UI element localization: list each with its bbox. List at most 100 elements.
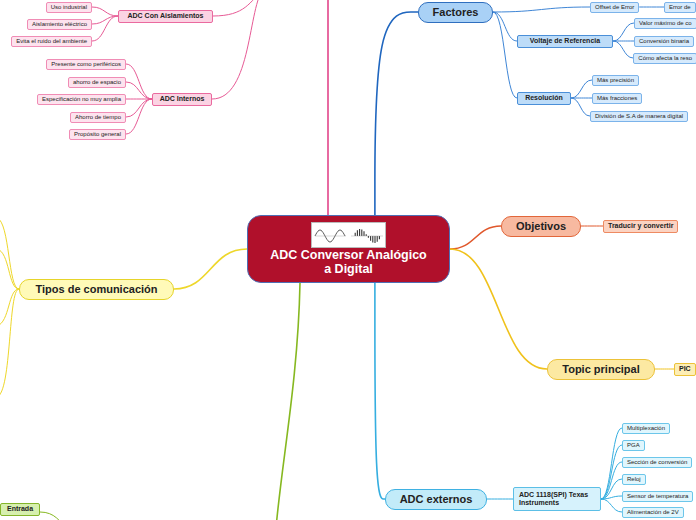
mindmap-node: Aislamiento eléctrico <box>27 19 92 30</box>
branch-connector <box>601 445 622 499</box>
mindmap-node: Topic principal <box>547 359 655 380</box>
node-label: Especificación no muy amplia <box>42 96 121 103</box>
mindmap-node: Resolución <box>517 92 571 105</box>
branch-connector <box>174 249 247 289</box>
mindmap-node: Multiplexación <box>622 423 670 434</box>
branch-connector <box>571 98 590 116</box>
node-label: Más fracciones <box>597 95 637 102</box>
node-label: Error de <box>669 4 691 11</box>
branch-connector <box>601 428 622 499</box>
node-label: Offset de Error <box>595 4 634 11</box>
mindmap-node: Conversión binaria <box>634 36 694 47</box>
central-topic: ADC Conversor Analógico a Digital <box>247 215 450 283</box>
node-label: ADC Con Aislamientos <box>128 12 204 20</box>
node-label: Objetivos <box>516 220 566 233</box>
branch-stem <box>213 0 264 16</box>
sample-bar <box>366 234 367 236</box>
node-label: Más precisión <box>597 77 634 84</box>
mindmap-node: Offset de Error <box>590 2 639 13</box>
branch-stem <box>327 0 329 215</box>
branch-connector <box>581 226 603 227</box>
signal-illustration <box>311 222 386 248</box>
mindmap-node: ADC externos <box>385 489 487 510</box>
sample-bar <box>361 229 362 236</box>
illustration-frame <box>312 222 386 247</box>
sample-bar <box>372 236 373 243</box>
mindmap-node: Ahorro de tiempo <box>70 112 126 123</box>
branch-stem <box>276 283 300 520</box>
mindmap-node: Cómo afecta la reso <box>633 53 696 64</box>
mindmap-node: ADC Con Aislamientos <box>118 10 213 23</box>
node-label: Aislamiento eléctrico <box>32 21 87 28</box>
node-label: Entrada <box>7 505 33 513</box>
node-label: ADC 1118(SPI) Texas Instruments <box>519 491 595 507</box>
branch-connector <box>601 499 622 512</box>
node-label: ADC Internos <box>160 95 205 103</box>
node-label: Conversión binaria <box>639 38 689 45</box>
sample-bar <box>377 236 378 242</box>
node-label: PIC <box>679 365 691 373</box>
branch-connector <box>126 99 152 117</box>
branch-stem <box>212 0 264 99</box>
mindmap-node: Factores <box>418 2 493 23</box>
sample-bar <box>355 232 356 235</box>
branch-stem <box>0 218 19 289</box>
sample-bar <box>357 230 358 236</box>
node-label: Factores <box>433 6 479 19</box>
branch-stem <box>0 289 19 326</box>
node-label: Cómo afecta la reso <box>638 55 692 62</box>
mindmap-node: Traducir y convertir <box>603 220 678 233</box>
branch-connector <box>493 12 517 41</box>
branch-connector <box>126 82 152 99</box>
node-label: Valor máximo de co <box>639 20 692 27</box>
branch-connector <box>601 462 622 499</box>
mindmap-node: ADC 1118(SPI) Texas Instruments <box>513 487 601 511</box>
central-title: ADC Conversor Analógico a Digital <box>266 248 431 277</box>
branch-connector <box>601 479 622 499</box>
node-label: Evita el ruido del ambiente <box>16 38 87 45</box>
sample-bar <box>363 231 364 236</box>
branch-connector <box>571 80 592 98</box>
branch-connector <box>92 16 118 41</box>
node-label: Traducir y convertir <box>608 222 673 230</box>
mindmap-node: División de S.A de manera digital <box>590 111 688 122</box>
mindmap-node: Presente como periféricos <box>46 59 126 70</box>
branch-connector <box>655 369 674 370</box>
node-label: Sección de conversión <box>627 459 687 466</box>
node-label: Ahorro de tiempo <box>75 114 121 121</box>
sample-bar <box>370 236 371 241</box>
node-label: PGA <box>627 442 640 449</box>
branch-connector <box>493 12 517 98</box>
branch-connector <box>601 496 622 499</box>
mindmap-node: Más precisión <box>592 75 639 86</box>
node-label: ahorro de espacio <box>73 79 121 86</box>
branch-stem <box>0 249 19 289</box>
node-label: Sensor de temperatura <box>627 493 688 500</box>
mindmap-node: ADC Internos <box>152 93 212 106</box>
axis <box>351 235 383 236</box>
mindmap-node: Uso industrial <box>46 2 92 13</box>
branch-connector <box>450 226 501 249</box>
mindmap-node: Especificación no muy amplia <box>37 94 126 105</box>
node-label: Propósito general <box>74 131 121 138</box>
mindmap-node: PGA <box>622 440 645 451</box>
mindmap-node: ahorro de espacio <box>68 77 126 88</box>
node-label: Tipos de comunicación <box>35 283 157 296</box>
mindmap-node: Sección de conversión <box>622 457 692 468</box>
mindmap-node: Sensor de temperatura <box>622 491 693 502</box>
node-label: División de S.A de manera digital <box>595 113 683 120</box>
node-label: Topic principal <box>562 363 639 376</box>
mindmap-node: Propósito general <box>69 129 126 140</box>
branch-connector <box>639 7 664 8</box>
sample-bar <box>374 236 375 243</box>
axis <box>315 235 346 236</box>
node-label: Multiplexación <box>627 425 665 432</box>
branch-connector <box>613 41 633 58</box>
sample-bar <box>368 236 369 238</box>
sample-bar <box>379 236 380 239</box>
branch-connector <box>126 99 152 134</box>
node-label: Resolución <box>525 94 563 102</box>
mindmap-node: Evita el ruido del ambiente <box>11 36 92 47</box>
mindmap-node: Entrada <box>0 503 40 516</box>
mindmap-node: Objetivos <box>501 216 581 237</box>
